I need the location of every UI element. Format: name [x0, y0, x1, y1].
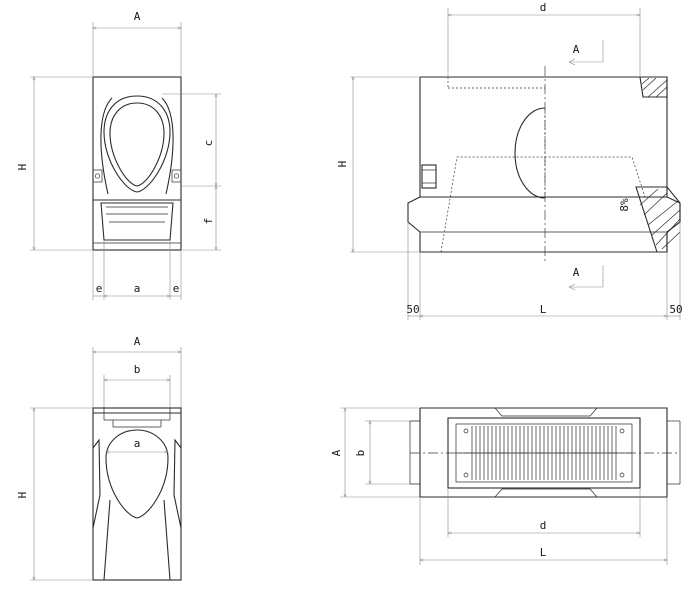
section-marker-bottom: A — [573, 266, 580, 279]
plan-view: A b d L — [330, 407, 681, 565]
dim-L-plan-label: L — [540, 546, 547, 559]
dim-e-right-label: e — [173, 282, 180, 295]
dim-H-end-label: H — [16, 492, 29, 499]
section-marker-top: A — [573, 43, 580, 56]
dim-e-left-label: e — [96, 282, 103, 295]
dim-H-section-label: H — [336, 161, 349, 168]
dim-c-label: c — [202, 140, 215, 147]
dim-a-label: a — [134, 282, 141, 295]
dim-50-right-label: 50 — [669, 303, 682, 316]
dim-f-label: f — [202, 218, 215, 225]
dim-d-label: d — [540, 1, 547, 14]
dim-50-left-label: 50 — [406, 303, 419, 316]
dim-d-plan-label: d — [540, 519, 547, 532]
dim-a-end-label: a — [134, 437, 141, 450]
front-elevation-view: A H c f — [16, 10, 221, 300]
slope-label: 8% — [618, 198, 631, 212]
dim-b-plan-label: b — [354, 450, 367, 457]
end-elevation-view: A b H a — [16, 335, 182, 581]
dim-A-label: A — [134, 10, 141, 23]
dim-H-label: H — [16, 164, 29, 171]
dim-A-end-label: A — [134, 335, 141, 348]
dim-L-label: L — [540, 303, 547, 316]
dim-A-plan-label: A — [330, 449, 343, 456]
longitudinal-section-view: d A 8% — [336, 1, 683, 320]
dim-b-label: b — [134, 363, 141, 376]
